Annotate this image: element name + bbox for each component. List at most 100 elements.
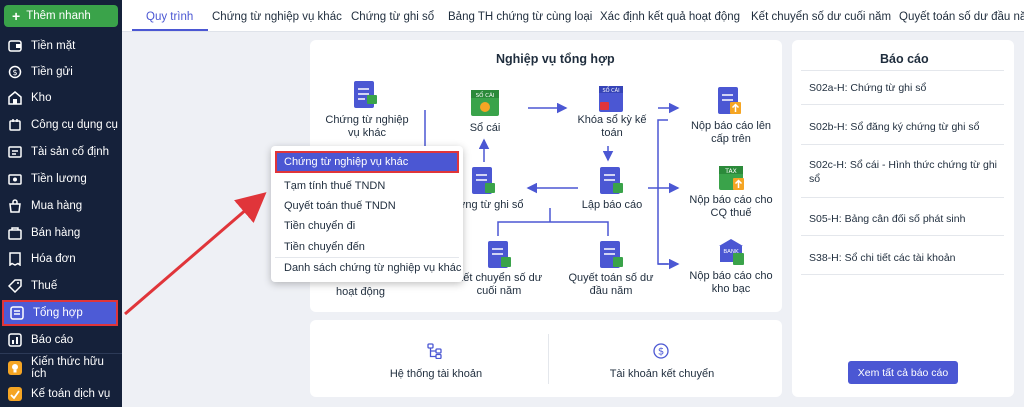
sidebar-item-tools[interactable]: Công cụ dụng cụ	[0, 112, 122, 138]
report-divider	[801, 274, 1004, 275]
salary-icon	[8, 172, 22, 186]
purchase-icon	[8, 199, 22, 213]
carry-accounts-link[interactable]: Tài khoản kết chuyển	[609, 368, 715, 380]
submit-superior-icon	[718, 87, 741, 114]
sidebar-item-label: Kiến thức hữu ích	[31, 356, 104, 380]
node-submit-superior[interactable]: Nộp báo cáo lên cấp trên	[690, 120, 772, 145]
menu-item-cit-settlement[interactable]: Quyết toán thuế TNDN	[284, 200, 396, 212]
sidebar-item-label: Công cụ dụng cụ	[31, 119, 118, 131]
tab-summary-same-type[interactable]: Bảng TH chứng từ cùng loại	[448, 11, 593, 23]
tab-bar: Quy trình Chứng từ nghiệp vụ khác Chứng …	[122, 0, 1024, 32]
report-divider	[801, 104, 1004, 105]
report-divider	[801, 144, 1004, 145]
report-link-s05[interactable]: S05-H: Bảng cân đối số phát sinh	[809, 213, 966, 225]
sidebar-item-sales[interactable]: Bán hàng	[0, 220, 122, 246]
sidebar-item-deposit[interactable]: $ Tiền gửi	[0, 59, 122, 85]
voucher-icon	[472, 167, 495, 194]
tab-carry-forward[interactable]: Kết chuyển số dư cuối năm	[751, 11, 892, 23]
summary-icon	[10, 306, 24, 320]
sidebar-item-fixed-assets[interactable]: Tài sản cố định	[0, 139, 122, 165]
sidebar-item-label: Báo cáo	[31, 334, 74, 346]
tab-vouchers[interactable]: Chứng từ ghi sổ	[351, 11, 435, 23]
ledger-badge: SỔ CÁI	[476, 91, 495, 99]
report-link-s02b[interactable]: S02b-H: Sổ đăng ký chứng từ ghi sổ	[809, 121, 980, 133]
service-icon	[8, 387, 22, 401]
node-other-docs[interactable]: Chứng từ nghiệp vụ khác	[325, 114, 409, 139]
sidebar-item-label: Tổng hợp	[33, 307, 83, 319]
sidebar-item-label: Bán hàng	[31, 227, 81, 239]
sidebar-item-tax[interactable]: Thuế	[0, 273, 122, 299]
node-lock-period[interactable]: Khóa sổ kỳ kế toán	[577, 114, 647, 139]
reports-title: Báo cáo	[880, 52, 929, 66]
report-link-s02c[interactable]: S02c-H: Sổ cái - Hình thức chứng từ ghi …	[809, 159, 998, 185]
diagram-connectors	[424, 102, 680, 270]
quick-add-label: Thêm nhanh	[26, 10, 91, 22]
submit-treasury-icon: BANK	[719, 239, 744, 265]
menu-item-other-docs-list[interactable]: Danh sách chứng từ nghiệp vụ khác	[284, 262, 462, 274]
sidebar-item-warehouse[interactable]: Kho	[0, 85, 122, 111]
deposit-icon: $	[8, 65, 22, 79]
sidebar-item-label: Kế toán dịch vụ	[31, 388, 111, 400]
sidebar-item-label: Thuế	[31, 280, 58, 292]
sidebar-item-knowledge[interactable]: Kiến thức hữu ích	[0, 355, 122, 381]
knowledge-icon	[8, 361, 22, 375]
node-submit-treasury[interactable]: Nộp báo cáo cho kho bạc	[689, 270, 773, 295]
menu-item-money-in[interactable]: Tiền chuyển đến	[284, 241, 365, 253]
shortcuts-card	[310, 320, 782, 397]
sidebar-item-cash[interactable]: Tiền mặt	[0, 33, 122, 59]
sidebar-item-invoice[interactable]: Hóa đơn	[0, 246, 122, 272]
warehouse-icon	[8, 91, 22, 105]
tools-icon	[8, 118, 22, 132]
menu-item-other-docs[interactable]: Chứng từ nghiệp vụ khác	[275, 151, 459, 173]
quick-add-button[interactable]: + Thêm nhanh	[4, 5, 118, 27]
report-divider	[801, 235, 1004, 236]
plus-icon: +	[12, 8, 21, 24]
sidebar-item-purchase[interactable]: Mua hàng	[0, 193, 122, 219]
node-carry-forward[interactable]: Kết chuyển số dư cuối năm	[455, 272, 543, 297]
node-voucher[interactable]: ứng từ ghi sổ	[458, 199, 524, 211]
report-link-s02a[interactable]: S02a-H: Chứng từ ghi sổ	[809, 82, 927, 94]
sidebar-item-summary[interactable]: Tổng hợp	[2, 300, 118, 326]
sidebar-item-label: Tiền mặt	[31, 40, 76, 52]
view-all-reports-button[interactable]: Xem tất cả báo cáo	[848, 361, 958, 384]
svg-text:$: $	[12, 68, 17, 77]
fixed-asset-icon	[8, 145, 22, 159]
lock-ledger-icon: SỔ CÁI	[599, 86, 623, 112]
sidebar-item-report[interactable]: Báo cáo	[0, 327, 122, 353]
submit-tax-icon: TAX	[719, 166, 744, 190]
node-business-activity[interactable]: hoạt động	[336, 286, 385, 298]
menu-divider	[275, 257, 459, 258]
menu-item-provisional-cit[interactable]: Tạm tính thuế TNDN	[284, 180, 386, 192]
other-docs-icon	[354, 81, 377, 108]
lock-badge: SỔ CÁI	[602, 86, 619, 94]
sidebar: + Thêm nhanh Tiền mặt $ Tiền gửi Kho Côn…	[0, 0, 122, 407]
sidebar-item-service[interactable]: Kế toán dịch vụ	[0, 381, 122, 407]
sales-icon	[8, 226, 22, 240]
tab-other-docs[interactable]: Chứng từ nghiệp vụ khác	[212, 11, 342, 23]
active-tab-indicator	[132, 29, 208, 31]
cash-icon	[8, 39, 22, 53]
other-docs-dropdown-menu: Chứng từ nghiệp vụ khác Tạm tính thuế TN…	[271, 146, 463, 282]
invoice-icon	[8, 252, 22, 266]
sidebar-item-label: Tiền lương	[31, 173, 87, 185]
chart-of-accounts-link[interactable]: Hệ thống tài khoản	[389, 368, 483, 380]
sidebar-item-label: Hóa đơn	[31, 253, 76, 265]
sidebar-item-label: Mua hàng	[31, 200, 83, 212]
menu-item-money-out[interactable]: Tiền chuyển đi	[284, 220, 356, 232]
node-make-report[interactable]: Lập báo cáo	[581, 199, 643, 211]
sidebar-item-salary[interactable]: Tiền lương	[0, 166, 122, 192]
report-icon	[8, 333, 22, 347]
sidebar-item-label: Kho	[31, 92, 52, 104]
node-ledger[interactable]: Sổ cái	[469, 122, 501, 134]
report-divider	[801, 70, 1004, 71]
diagram-title: Nghiệp vụ tổng hợp	[496, 52, 615, 66]
sidebar-item-label: Tiền gửi	[31, 66, 73, 78]
node-submit-tax[interactable]: Nộp báo cáo cho CQ thuế	[689, 194, 773, 219]
node-settle[interactable]: Quyết toán số dư đầu năm	[568, 272, 654, 297]
tab-opening-settlement[interactable]: Quyết toán số dư đầu năm	[899, 11, 1024, 23]
tab-process[interactable]: Quy trình	[146, 11, 194, 23]
tax-badge: TAX	[724, 168, 736, 175]
tax-icon	[8, 279, 22, 293]
tab-business-result[interactable]: Xác định kết quả hoạt động	[600, 11, 741, 23]
report-link-s38[interactable]: S38-H: Sổ chi tiết các tài khoản	[809, 252, 956, 264]
